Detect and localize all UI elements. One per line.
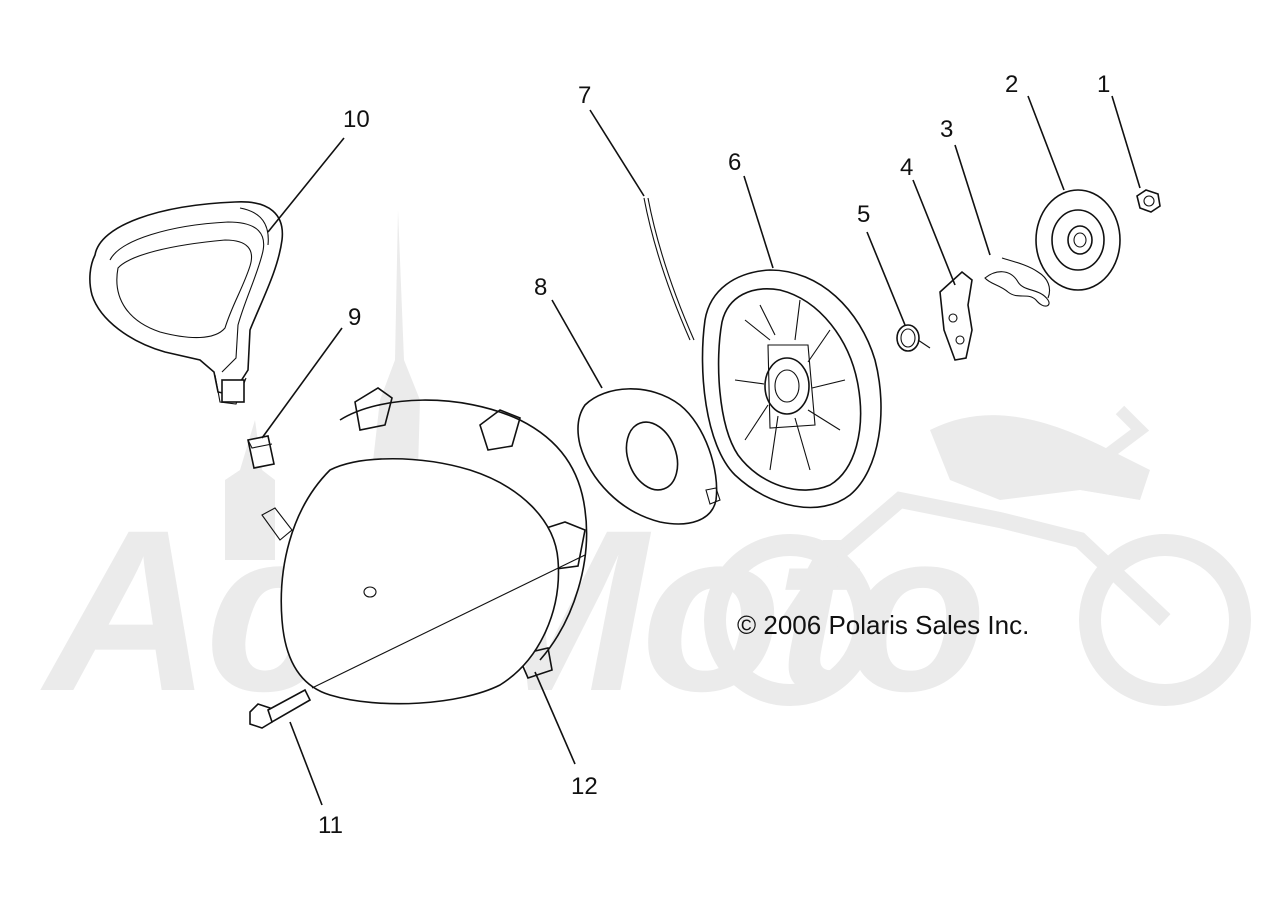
label-part-4: 4 (900, 154, 913, 181)
part-number-labels: 1 2 3 4 5 6 7 8 9 10 11 12 (318, 71, 1110, 839)
bolt-part-11 (249, 688, 312, 729)
pull-handle-part-10 (89, 201, 284, 405)
pawl-spring-part-5 (896, 324, 931, 352)
pawl-part-4 (939, 270, 973, 361)
label-part-12: 12 (571, 773, 598, 800)
label-part-6: 6 (728, 149, 741, 176)
rewind-pulley-part-6 (701, 269, 882, 509)
leader-lines (261, 95, 1141, 806)
label-part-11: 11 (318, 812, 343, 839)
drive-plate-part-2 (1035, 189, 1121, 291)
nut-part-1 (1136, 189, 1161, 213)
spring-plate-part-8 (577, 388, 721, 525)
label-part-8: 8 (534, 274, 547, 301)
friction-spring-part-3 (984, 257, 1051, 307)
starter-housing-part-12 (261, 387, 588, 705)
starter-rope-part-7 (643, 197, 695, 341)
label-part-2: 2 (1005, 71, 1018, 98)
copyright-notice: © 2006 Polaris Sales Inc. (737, 610, 1029, 640)
insert-part-9 (247, 435, 275, 469)
label-part-1: 1 (1097, 71, 1110, 98)
label-part-5: 5 (857, 201, 870, 228)
label-part-10: 10 (343, 106, 370, 133)
label-part-9: 9 (348, 304, 361, 331)
label-part-3: 3 (940, 116, 953, 143)
label-part-7: 7 (578, 82, 591, 109)
